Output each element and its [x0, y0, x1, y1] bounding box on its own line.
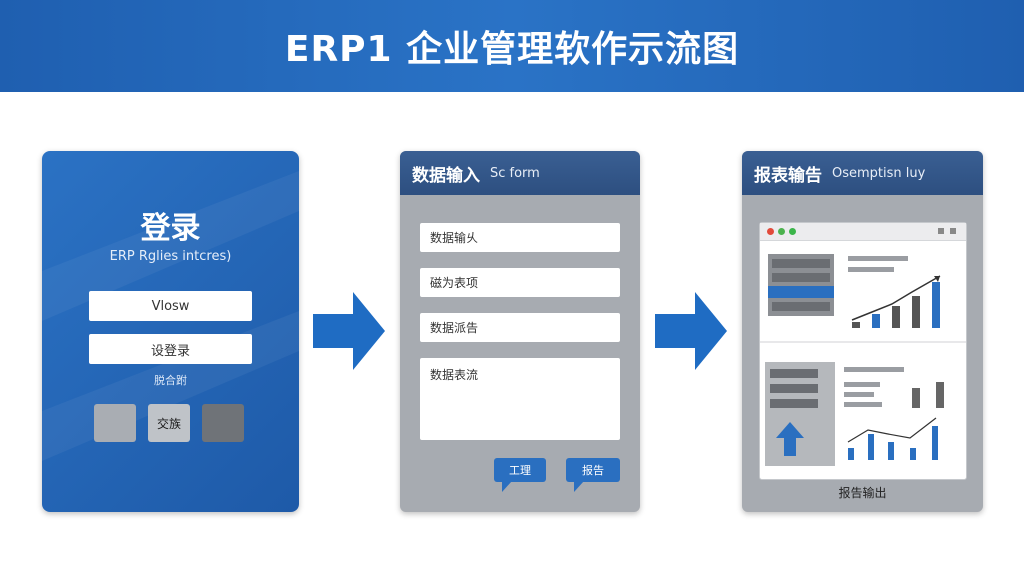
report-title: 报表输告 [754, 165, 822, 186]
login-panel: 登录 ERP Rglies intcres) Vlosw 设登录 脱合跗 交族 [42, 151, 299, 512]
window-minimize-icon [778, 228, 785, 235]
data-entry-header: 数据输入 Sc form [400, 151, 640, 195]
submit-button[interactable]: 交族 [148, 404, 190, 442]
data-entry-panel: 数据输入 Sc form 数据输乆 磁为表项 数据派告 数据表流 工理 报告 [400, 151, 640, 512]
window-close-icon [767, 228, 774, 235]
process-button[interactable]: 工理 [494, 458, 546, 492]
report-panel: 报表输告 Osemptisn luy [742, 151, 983, 512]
list-widget-top [768, 254, 834, 316]
data-input-field-2[interactable]: 磁为表项 [420, 268, 620, 297]
window-settings-icon [950, 228, 956, 234]
page-title: ERP1 企业管理软作示流图 [284, 29, 740, 70]
login-button-right[interactable] [202, 404, 244, 442]
header-banner: ERP1 企业管理软作示流图 [0, 0, 1024, 92]
data-input-field-1[interactable]: 数据输乆 [420, 223, 620, 252]
login-title: 登录 [140, 211, 201, 246]
password-field[interactable]: 设登录 [89, 334, 252, 364]
report-screen [759, 222, 967, 480]
bar-chart-top [848, 256, 941, 328]
login-subtitle: ERP Rglies intcres) [109, 249, 232, 264]
data-textarea[interactable]: 数据表流 [420, 358, 620, 440]
flow-arrow-2-icon [655, 292, 727, 370]
flow-arrow-1-icon [313, 292, 385, 370]
data-entry-title: 数据输入 [412, 165, 480, 186]
report-subtitle: Osemptisn luy [832, 165, 926, 181]
bar-chart-bottom [844, 367, 944, 460]
data-entry-subtitle: Sc form [490, 165, 540, 181]
list-widget-bottom [765, 362, 835, 466]
report-header: 报表输告 Osemptisn luy [742, 151, 983, 195]
window-menu-icon [938, 228, 944, 234]
login-button-left[interactable] [94, 404, 136, 442]
data-input-field-3[interactable]: 数据派告 [420, 313, 620, 342]
report-output-label: 报告输出 [838, 486, 887, 500]
window-titlebar [760, 223, 966, 241]
report-dashboard-graphic [760, 254, 966, 466]
username-field[interactable]: Vlosw [89, 291, 252, 321]
login-link[interactable]: 脱合跗 [154, 374, 187, 387]
window-maximize-icon [789, 228, 796, 235]
report-button[interactable]: 报告 [566, 458, 620, 492]
